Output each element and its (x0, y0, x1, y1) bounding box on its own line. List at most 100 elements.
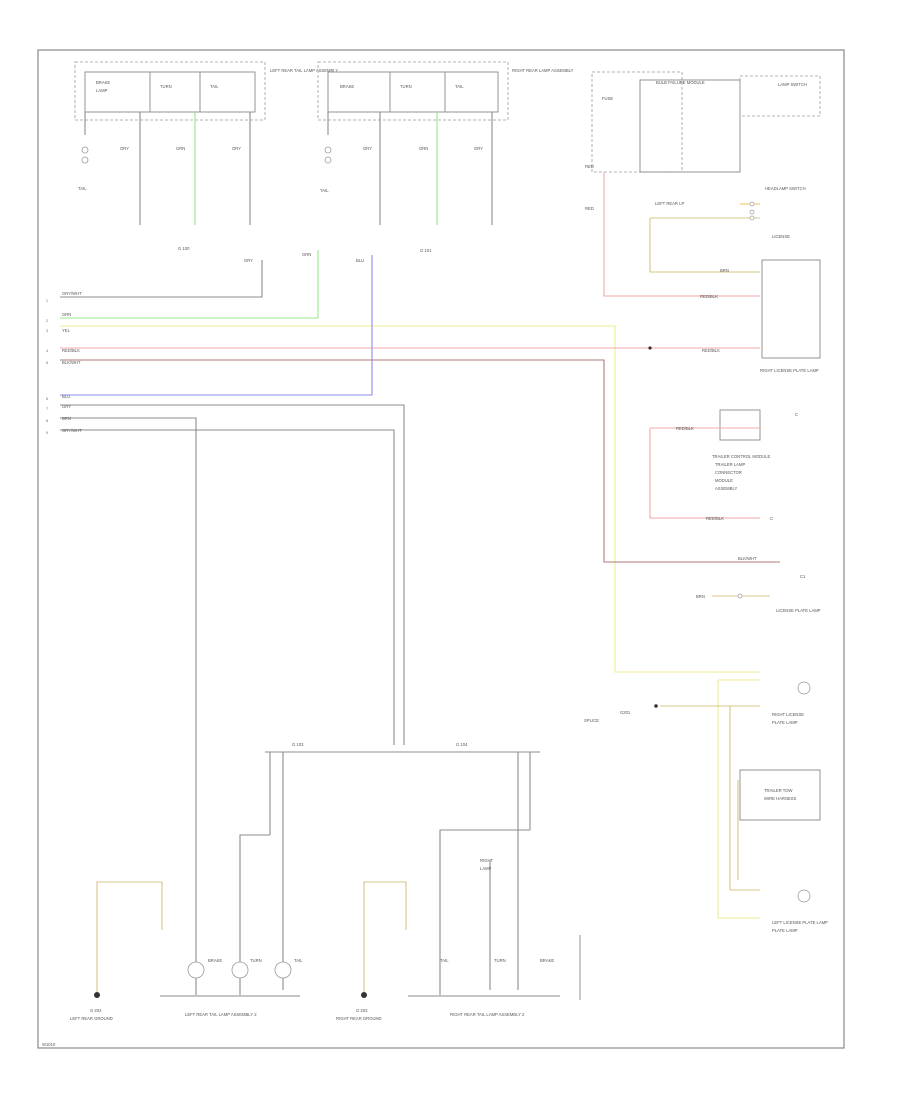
svg-text:GRN: GRN (419, 146, 428, 151)
svg-text:GRY: GRY (232, 146, 241, 151)
svg-text:GRY: GRY (244, 258, 253, 263)
svg-text:ASSEMBLY: ASSEMBLY (715, 486, 737, 491)
svg-text:TRAILER TOW: TRAILER TOW (764, 788, 793, 793)
diagram-frame (37, 49, 845, 1049)
svg-text:G 104: G 104 (456, 742, 468, 747)
svg-text:MODULE: MODULE (715, 478, 733, 483)
right-rear-tail-lamp-bottom: G 203 RIGHT REAR GROUND TAIL TURN BRAKE … (336, 858, 581, 1021)
top-switch-left: TAIL (78, 146, 89, 191)
svg-text:WIRE HARNESS: WIRE HARNESS (764, 796, 797, 801)
headlamp-switch-label: HEADLAMP SWITCH (765, 186, 806, 191)
svg-text:RED: RED (585, 164, 594, 169)
svg-text:PLATE LAMP: PLATE LAMP (772, 720, 798, 725)
license-plate-label: LICENSE PLATE LAMP (776, 608, 821, 613)
svg-text:G 103: G 103 (292, 742, 304, 747)
svg-text:C: C (770, 516, 773, 521)
wire-yel: YEL (62, 328, 71, 333)
svg-text:TAIL: TAIL (320, 188, 329, 193)
top-switch-middle: TAIL (320, 146, 332, 193)
svg-text:TAIL: TAIL (455, 84, 464, 89)
svg-text:TURN: TURN (250, 958, 262, 963)
svg-text:GRY: GRY (120, 146, 129, 151)
right-lower-circuit: G201 SPLICE RIGHT LICENSE PLATE LAMP TRA… (584, 679, 828, 933)
svg-text:GRY: GRY (62, 404, 71, 409)
svg-text:LICENSE: LICENSE (772, 234, 790, 239)
right-license-label: RIGHT LICENSE PLATE LAMP (760, 368, 819, 373)
svg-text:RIGHT: RIGHT (480, 858, 493, 863)
svg-text:BRAKE: BRAKE (340, 84, 354, 89)
svg-text:G 202: G 202 (90, 1008, 102, 1013)
wire-blk-wht: BLK/WHT (62, 360, 81, 365)
svg-text:BRAKE: BRAKE (208, 958, 222, 963)
right-rear-lamp-top-label: RIGHT REAR LAMP ASSEMBLY (512, 68, 574, 73)
left-rear-tail-lamp-bottom: G 202 LEFT REAR GROUND BRAKE TURN TAIL L… (70, 881, 303, 1021)
svg-text:GRN: GRN (302, 252, 311, 257)
bottom-splice-bar: G 103 G 104 (239, 742, 540, 995)
svg-text:TAIL: TAIL (294, 958, 303, 963)
svg-text:4: 4 (46, 349, 48, 353)
right-upper-circuit: RED RED RED/BLK LEFT REAR LP BRN LICENSE… (585, 164, 821, 373)
splice-right-label: SPLICE (584, 718, 599, 723)
wire-blu: BLU (62, 394, 70, 399)
wire-gry-wht: GRY/WHT (62, 428, 82, 433)
svg-text:BRN: BRN (696, 594, 705, 599)
svg-text:G 203: G 203 (356, 1008, 368, 1013)
left-tail-lamp-top-label: LEFT REAR TAIL LAMP ASSEMBLY (270, 68, 338, 73)
bulb-failure-label: BULB FAILURE MODULE (656, 80, 705, 85)
svg-text:RED/BLK: RED/BLK (700, 294, 718, 299)
svg-text:GRY/WHT: GRY/WHT (62, 291, 82, 296)
svg-text:1: 1 (46, 299, 48, 303)
svg-text:FUSE: FUSE (602, 96, 613, 101)
right-rear-lamp-bottom-label: RIGHT REAR TAIL LAMP ASSEMBLY 2 (450, 1012, 525, 1017)
svg-text:8: 8 (46, 419, 48, 423)
svg-text:RED/BLK: RED/BLK (706, 516, 724, 521)
wire-red-blk: RED/BLK (62, 348, 80, 353)
lamp-switch-label: LAMP SWITCH (778, 82, 807, 87)
svg-text:C1: C1 (800, 574, 806, 579)
svg-text:LAMP: LAMP (96, 88, 108, 93)
svg-text:9: 9 (46, 431, 48, 435)
wire-grn: GRN (62, 312, 71, 317)
svg-text:CONNECTOR: CONNECTOR (715, 470, 742, 475)
license-plate-lamp: BRN LICENSE PLATE LAMP C1 (696, 574, 821, 613)
ground-right-label: RIGHT REAR GROUND (336, 1016, 382, 1021)
bulb-failure-module: BULB FAILURE MODULE FUSE (591, 71, 741, 173)
right-middle-circuit: RED/BLK RED/BLK C TRAILER CONTROL MODULE… (649, 409, 798, 521)
svg-text:BRAKE: BRAKE (96, 80, 110, 85)
footer-code: W1010 (42, 1042, 56, 1047)
svg-text:BRAKE: BRAKE (540, 958, 554, 963)
svg-text:LEFT REAR LP: LEFT REAR LP (655, 201, 684, 206)
svg-text:2: 2 (46, 319, 48, 323)
svg-text:GRN: GRN (176, 146, 185, 151)
svg-text:BRN: BRN (720, 268, 729, 273)
svg-text:5: 5 (46, 361, 48, 365)
svg-text:RED/BLK: RED/BLK (702, 348, 720, 353)
svg-text:TAIL: TAIL (210, 84, 219, 89)
top-left-wires: GRY GRN GRY G 100 (84, 112, 251, 251)
svg-text:TURN: TURN (494, 958, 506, 963)
top-middle-wires: GRY GRN GRY G 101 (327, 112, 493, 253)
ground-left-label: LEFT REAR GROUND (70, 1016, 113, 1021)
svg-text:PLATE LAMP: PLATE LAMP (772, 928, 798, 933)
svg-text:TAIL: TAIL (78, 186, 87, 191)
svg-text:RIGHT LICENSE: RIGHT LICENSE (772, 712, 804, 717)
svg-text:TAIL: TAIL (440, 958, 449, 963)
lamp-switch: LAMP SWITCH HEADLAMP SWITCH (739, 75, 821, 191)
svg-text:G 101: G 101 (420, 248, 432, 253)
svg-text:7: 7 (46, 407, 48, 411)
svg-text:G201: G201 (620, 710, 631, 715)
svg-text:BLU: BLU (356, 258, 364, 263)
svg-text:RED: RED (585, 206, 594, 211)
right-rear-lamp-top: BRAKE TURN TAIL RIGHT REAR LAMP ASSEMBLY (317, 61, 574, 121)
svg-text:6: 6 (46, 397, 48, 401)
svg-text:BLK/WHT: BLK/WHT (738, 556, 757, 561)
left-rear-lamp-bottom-label: LEFT REAR TAIL LAMP ASSEMBLY 2 (185, 1012, 257, 1017)
svg-text:G 100: G 100 (178, 246, 190, 251)
trailer-module-label: TRAILER CONTROL MODULE (712, 454, 770, 459)
left-tail-lamp-top: BRAKE LAMP TURN TAIL LEFT REAR TAIL LAMP… (74, 61, 338, 121)
svg-text:GRY: GRY (474, 146, 483, 151)
svg-text:TRAILER LAMP: TRAILER LAMP (715, 462, 745, 467)
left-license-label: LEFT LICENSE PLATE LAMP (772, 920, 828, 925)
svg-text:GRY: GRY (363, 146, 372, 151)
